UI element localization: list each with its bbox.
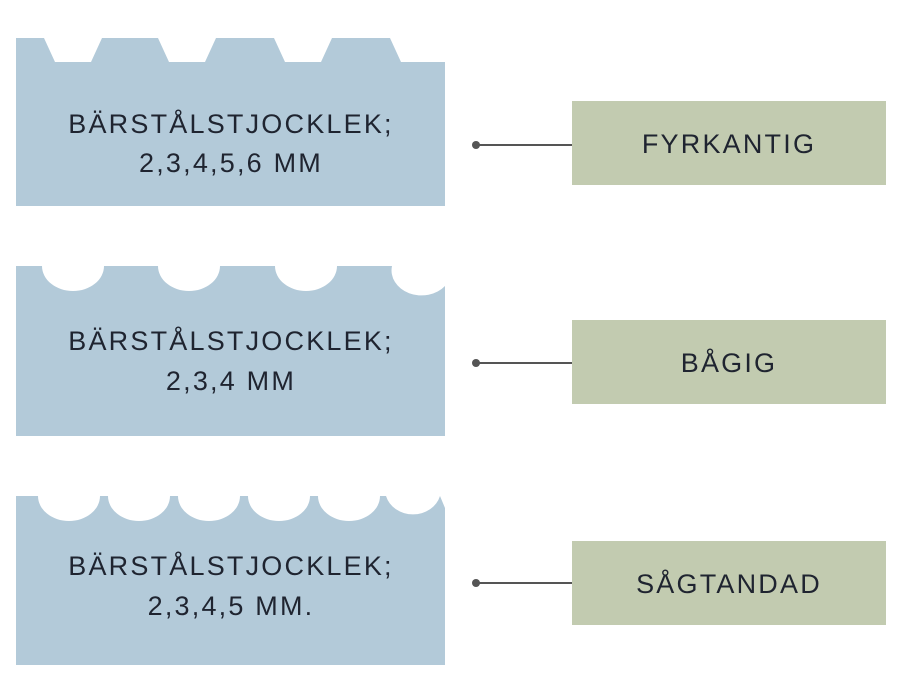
blade-shape-arched-teeth [16, 266, 445, 436]
label-box-fyrkantig [572, 101, 886, 185]
profile-label: BÅGIG [681, 347, 778, 378]
thickness-heading: BÄRSTÅLSTJOCKLEK; [68, 550, 394, 581]
blade-row-bagig: BÄRSTÅLSTJOCKLEK; 2,3,4 MM BÅGIG [16, 266, 886, 436]
blade-shape-scalloped-teeth [16, 496, 445, 665]
profile-label: FYRKANTIG [642, 129, 816, 159]
thickness-heading: BÄRSTÅLSTJOCKLEK; [68, 108, 394, 139]
thickness-values: 2,3,4,5,6 MM [139, 148, 323, 178]
thickness-heading: BÄRSTÅLSTJOCKLEK; [68, 325, 394, 356]
profile-label: SÅGTANDAD [636, 568, 822, 599]
blade-shape-square-teeth [16, 38, 445, 206]
label-box-sagtandad [572, 541, 886, 625]
blade-row-fyrkantig: BÄRSTÅLSTJOCKLEK; 2,3,4,5,6 MM FYRKANTIG [16, 38, 886, 206]
blade-row-sagtandad: BÄRSTÅLSTJOCKLEK; 2,3,4,5 MM. SÅGTANDAD [16, 496, 886, 665]
thickness-values: 2,3,4 MM [166, 366, 296, 396]
label-box-bagig [572, 320, 886, 404]
thickness-values: 2,3,4,5 MM. [148, 591, 315, 621]
